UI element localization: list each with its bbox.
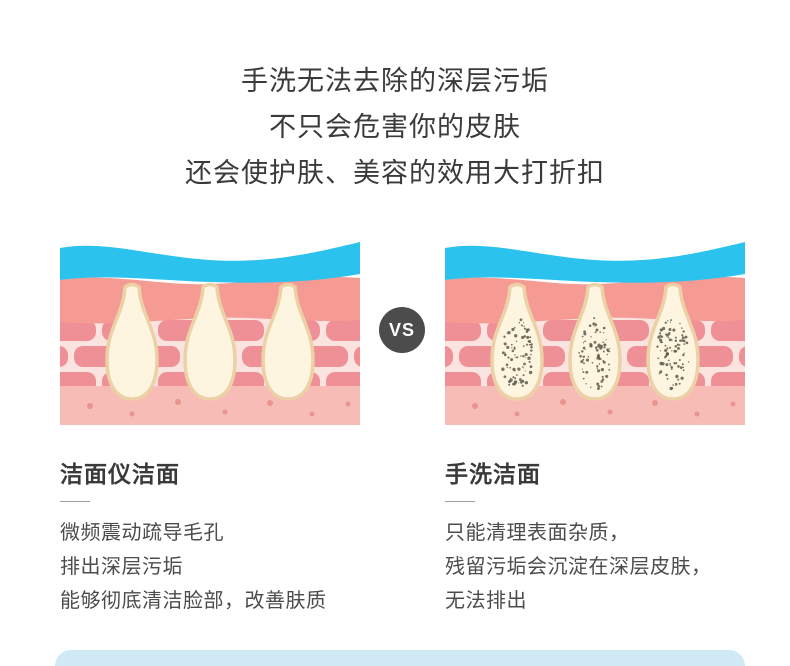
right-panel: 手洗洁面 只能清理表面杂质， 残留污垢会沉淀在深层皮肤， 无法排出 bbox=[445, 230, 745, 618]
dirt-speckles bbox=[578, 317, 611, 390]
header-text: 手洗无法去除的深层污垢 不只会危害你的皮肤 还会使护肤、美容的效用大打折扣 bbox=[0, 58, 790, 196]
left-feature-line: 微频震动疏导毛孔 bbox=[60, 522, 224, 544]
left-panel: 洁面仪洁面 微频震动疏导毛孔 排出深层污垢 能够彻底清洁脸部，改善肤质 bbox=[60, 230, 360, 618]
clean-skin-illustration bbox=[60, 230, 360, 425]
right-feature-line: 残留污垢会沉淀在深层皮肤， bbox=[445, 556, 712, 578]
left-panel-title: 洁面仪洁面 bbox=[60, 461, 180, 487]
vs-badge: VS bbox=[379, 307, 425, 353]
header-line-2: 不只会危害你的皮肤 bbox=[269, 112, 521, 142]
dirty-skin-illustration bbox=[445, 230, 745, 425]
left-title-divider bbox=[60, 501, 90, 502]
dirt-speckles bbox=[501, 318, 533, 387]
header-line-1: 手洗无法去除的深层污垢 bbox=[241, 66, 549, 96]
left-feature-line: 排出深层污垢 bbox=[60, 556, 183, 578]
header-line-3: 还会使护肤、美容的效用大打折扣 bbox=[185, 158, 605, 188]
dirt-speckles bbox=[656, 319, 690, 391]
right-feature-line: 只能清理表面杂质， bbox=[445, 522, 630, 544]
right-title-divider bbox=[445, 501, 475, 502]
right-feature-line: 无法排出 bbox=[445, 590, 527, 612]
left-feature-line: 能够彻底清洁脸部，改善肤质 bbox=[60, 590, 327, 612]
right-panel-title: 手洗洁面 bbox=[445, 461, 541, 487]
bottom-blue-bar bbox=[55, 650, 745, 666]
